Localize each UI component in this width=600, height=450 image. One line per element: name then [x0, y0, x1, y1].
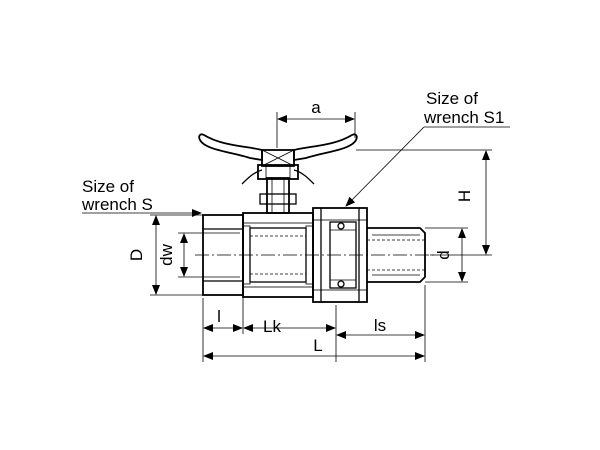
label-D: D [127, 249, 146, 261]
label-ls: ls [374, 316, 386, 335]
callout-wrench-s1: Size of wrench S1 [345, 89, 510, 207]
label-wrench-s1-line2: wrench S1 [423, 108, 504, 127]
dimension-L: L [203, 336, 425, 360]
label-wrench-s-line2: wrench S [81, 195, 153, 214]
label-H: H [455, 190, 474, 202]
dimension-dw: dw [157, 232, 208, 278]
label-l: l [217, 307, 221, 326]
dimension-row-1: l Lk ls [202, 285, 426, 362]
label-dw: dw [157, 243, 176, 265]
callout-wrench-s: Size of wrench S [81, 177, 202, 217]
label-L: L [313, 336, 322, 355]
label-wrench-s-line1: Size of [82, 177, 134, 196]
label-Lk: Lk [263, 317, 281, 336]
label-wrench-s1-line1: Size of [426, 89, 478, 108]
dimension-H: H [356, 149, 492, 256]
dimension-d: d [425, 227, 468, 283]
valve-body [195, 207, 435, 303]
label-d: d [434, 250, 453, 259]
label-a: a [311, 98, 321, 117]
butterfly-handle [198, 133, 263, 162]
stem-and-handle [198, 133, 358, 214]
dimension-a: a [276, 98, 356, 148]
